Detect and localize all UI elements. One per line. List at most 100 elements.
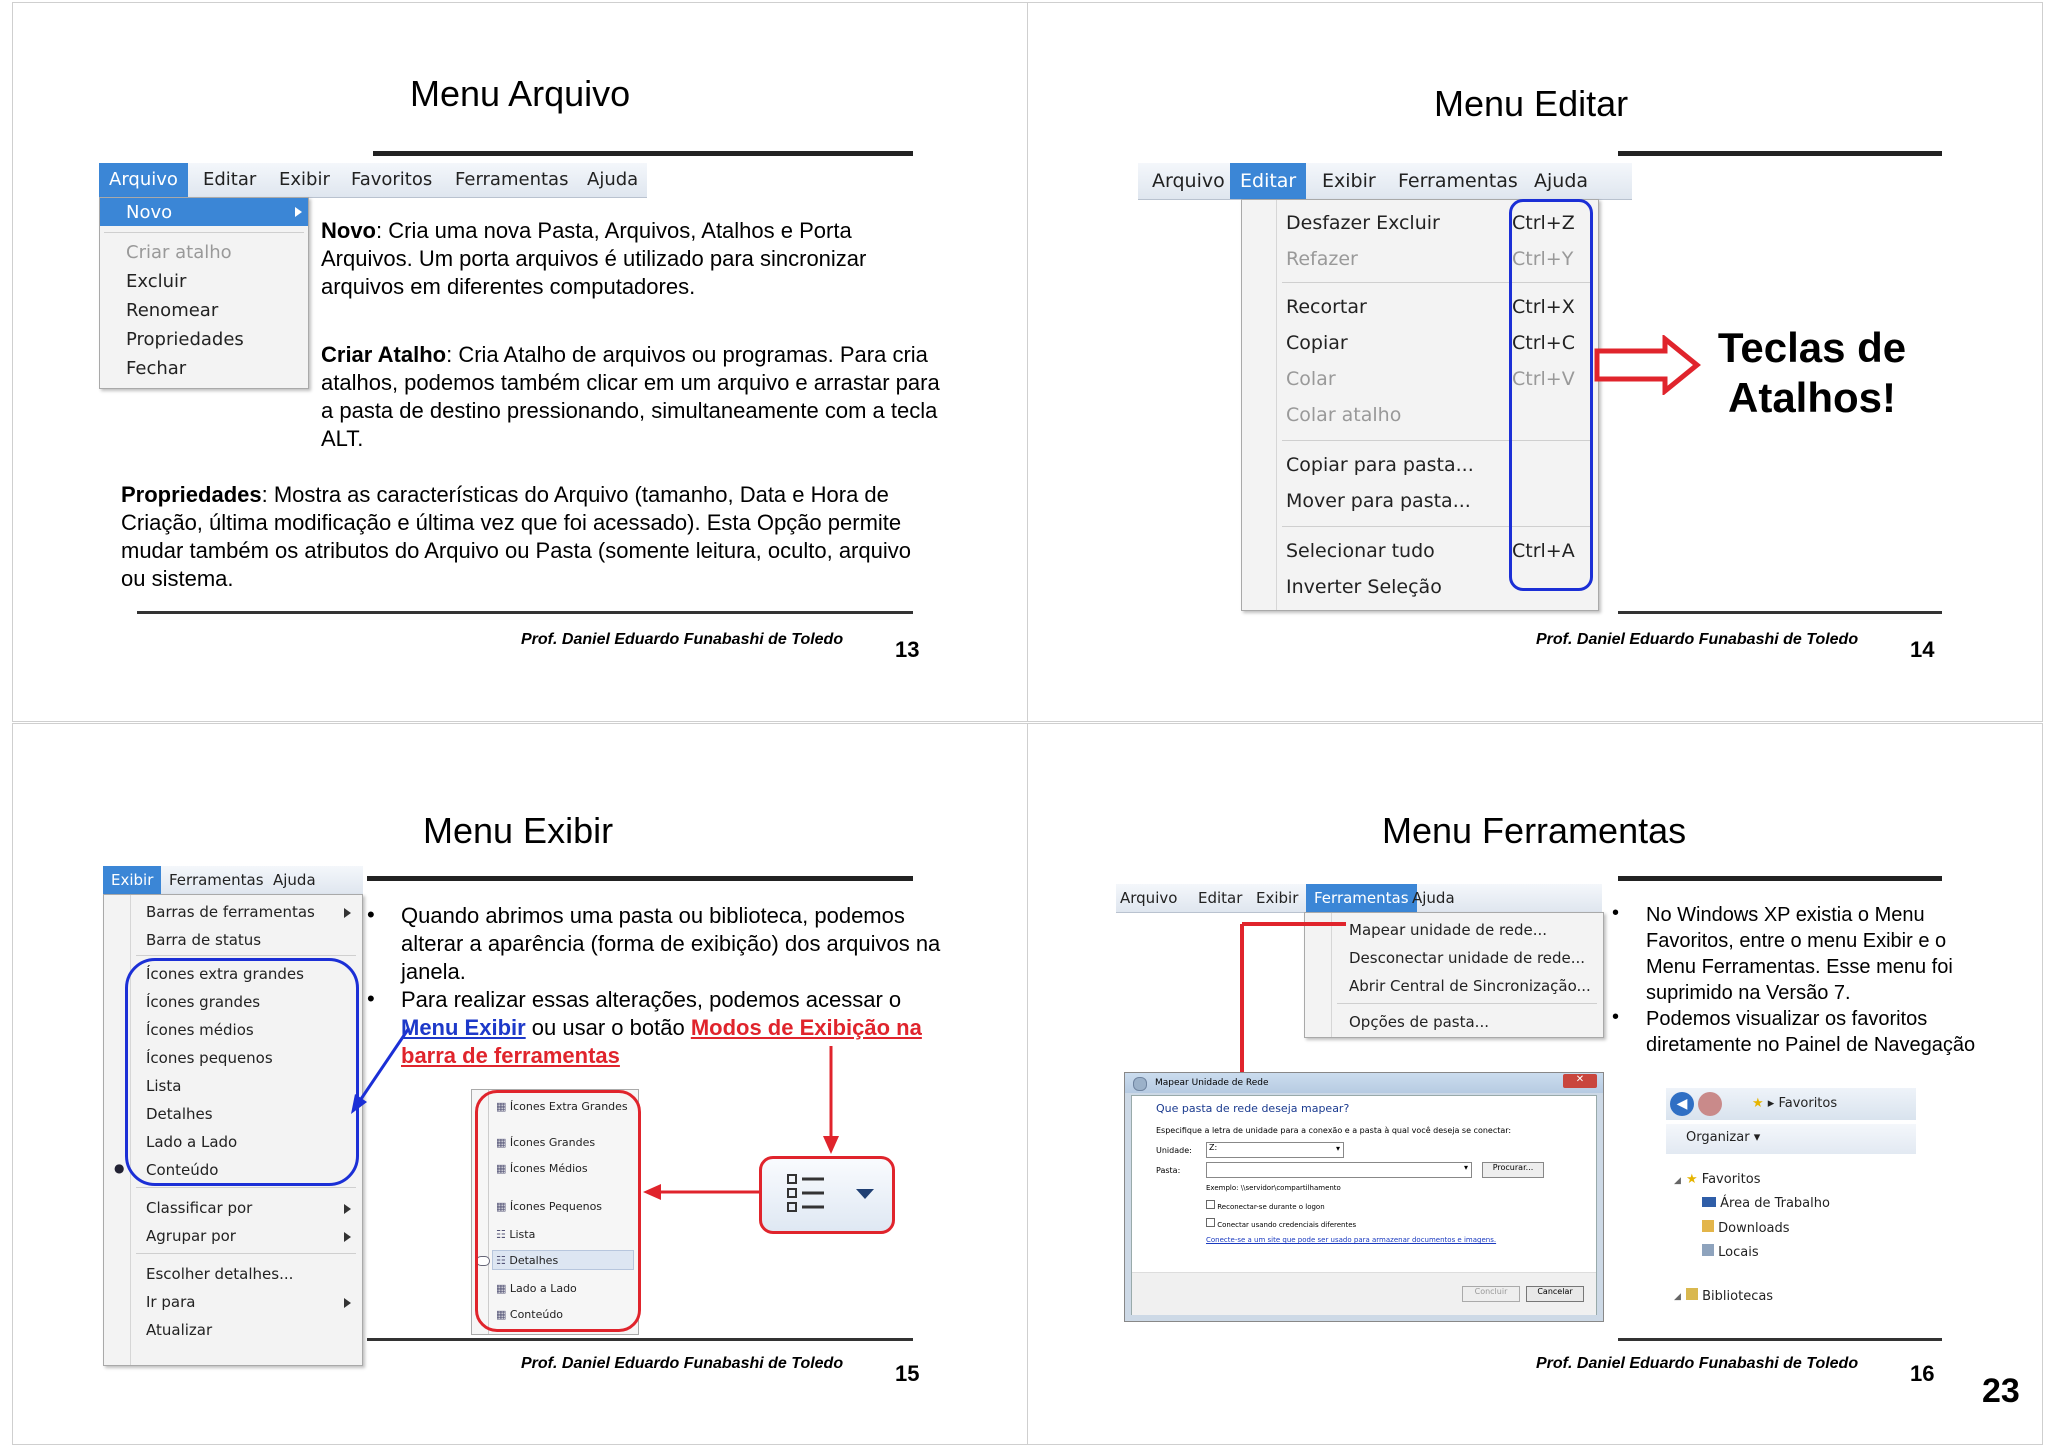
dialog-question: Que pasta de rede deseja mapear? <box>1156 1102 1350 1115</box>
dialog-title: Mapear Unidade de Rede <box>1155 1078 1269 1088</box>
back-icon[interactable] <box>1133 1077 1147 1091</box>
menu-item-detalhes[interactable]: Detalhes <box>146 1105 213 1123</box>
forward-icon[interactable] <box>1698 1092 1722 1116</box>
cancel-button[interactable]: Cancelar <box>1526 1286 1584 1302</box>
menu-item-escolher-detalhes[interactable]: Escolher detalhes... <box>146 1265 294 1283</box>
menu-exibir[interactable]: Exibir <box>1322 170 1376 192</box>
menu-ajuda[interactable]: Ajuda <box>1412 889 1455 907</box>
checkbox-reconnect[interactable]: Reconectar-se durante o logon <box>1206 1200 1325 1211</box>
menu-item-desfazer[interactable]: Desfazer Excluir <box>1286 212 1440 234</box>
view-option-lista[interactable]: ☷ Lista <box>496 1228 536 1241</box>
view-option-conteudo[interactable]: ▦ Conteúdo <box>496 1308 564 1321</box>
menu-item-criar-atalho[interactable]: Criar atalho <box>126 242 232 263</box>
menu-item-atualizar[interactable]: Atualizar <box>146 1321 213 1339</box>
folder-input[interactable]: ▾ <box>1206 1162 1472 1178</box>
menu-item-central-sincronizacao[interactable]: Abrir Central de Sincronização... <box>1349 977 1591 995</box>
menu-item-renomear[interactable]: Renomear <box>126 300 219 321</box>
menu-exibir[interactable]: Exibir <box>279 169 330 190</box>
red-arrow-down-icon <box>823 1046 839 1154</box>
bullet-text-1: No Windows XP existia o Menu Favoritos, … <box>1646 904 1953 1004</box>
view-option-pequenos[interactable]: ▦ Ícones Pequenos <box>496 1200 603 1213</box>
view-option-grandes[interactable]: ▦ Ícones Grandes <box>496 1136 596 1149</box>
view-option-lado-a-lado[interactable]: ▦ Lado a Lado <box>496 1282 577 1295</box>
menu-item-selecionar-tudo[interactable]: Selecionar tudo <box>1286 540 1435 562</box>
menu-item-refazer[interactable]: Refazer <box>1286 248 1358 270</box>
menu-item-recortar[interactable]: Recortar <box>1286 296 1367 318</box>
menu-editar[interactable]: Editar <box>203 169 257 190</box>
menu-arquivo[interactable]: Arquivo <box>1152 170 1225 192</box>
expand-icon[interactable]: ◢ <box>1674 1292 1681 1302</box>
libraries-node[interactable]: Bibliotecas <box>1686 1288 1773 1304</box>
link-menu-exibir[interactable]: Menu Exibir <box>401 1015 526 1040</box>
menu-arquivo[interactable]: Arquivo <box>99 163 188 197</box>
bullet-icon: • <box>367 986 375 1011</box>
page-number: 23 <box>1982 1372 2020 1410</box>
menu-bar: Arquivo Editar Exibir Ferramentas Ajuda <box>1138 163 1632 200</box>
menu-ajuda[interactable]: Ajuda <box>587 169 639 190</box>
nav-item-desktop[interactable]: Área de Trabalho <box>1702 1196 1830 1211</box>
browse-button[interactable]: Procurar... <box>1482 1162 1544 1178</box>
navigation-pane: ◀ ★ ▸ Favoritos Organizar ▾ ◢ ★ Favorito… <box>1666 1088 1916 1318</box>
menu-item-icones-extra-grandes[interactable]: Ícones extra grandes <box>146 965 304 983</box>
dialog-instructions: Especifique a letra de unidade para a co… <box>1156 1126 1512 1135</box>
menu-item-lado-a-lado[interactable]: Lado a Lado <box>146 1133 238 1151</box>
view-option-extra-grandes[interactable]: ▦ Ícones Extra Grandes <box>496 1100 628 1113</box>
menu-item-barras-de-ferramentas[interactable]: Barras de ferramentas <box>146 903 315 921</box>
menu-ferramentas[interactable]: Ferramentas <box>1398 170 1518 192</box>
finish-button[interactable]: Concluir <box>1462 1286 1520 1302</box>
menu-item-opcoes-de-pasta[interactable]: Opções de pasta... <box>1349 1013 1489 1031</box>
back-icon[interactable]: ◀ <box>1670 1092 1694 1116</box>
menu-item-mapear-unidade[interactable]: Mapear unidade de rede... <box>1349 921 1548 939</box>
menu-item-icones-grandes[interactable]: Ícones grandes <box>146 993 261 1011</box>
view-option-medios[interactable]: ▦ Ícones Médios <box>496 1162 588 1175</box>
menu-arquivo[interactable]: Arquivo <box>1120 889 1178 907</box>
menu-item-fechar[interactable]: Fechar <box>126 358 187 379</box>
drive-select[interactable]: Z:▾ <box>1206 1142 1344 1158</box>
menu-item-desconectar-unidade[interactable]: Desconectar unidade de rede... <box>1349 949 1586 967</box>
close-icon[interactable]: ✕ <box>1563 1074 1597 1088</box>
shortcuts-highlight <box>1509 199 1593 591</box>
menu-item-ir-para[interactable]: Ir para <box>146 1293 196 1311</box>
menu-exibir[interactable]: Exibir <box>1256 889 1299 907</box>
menu-item-conteudo[interactable]: Conteúdo <box>146 1161 219 1179</box>
menu-item-icones-medios[interactable]: Ícones médios <box>146 1021 254 1039</box>
menu-item-propriedades[interactable]: Propriedades <box>126 329 244 350</box>
menu-favoritos[interactable]: Favoritos <box>351 169 433 190</box>
menu-ajuda[interactable]: Ajuda <box>1534 170 1589 192</box>
checkbox-credentials[interactable]: Conectar usando credenciais diferentes <box>1206 1218 1356 1229</box>
menu-editar[interactable]: Editar <box>1230 163 1307 199</box>
menu-ferramentas[interactable]: Ferramentas <box>455 169 569 190</box>
favorites-node[interactable]: ★ Favoritos <box>1686 1172 1761 1187</box>
bullet-icon: • <box>1612 1006 1620 1028</box>
organize-button[interactable]: Organizar ▾ <box>1686 1130 1761 1145</box>
menu-exibir[interactable]: Exibir <box>103 866 162 894</box>
menu-item-lista[interactable]: Lista <box>146 1077 182 1095</box>
menu-ajuda[interactable]: Ajuda <box>273 871 316 889</box>
menu-ferramentas[interactable]: Ferramentas <box>169 871 264 889</box>
menu-item-agrupar-por[interactable]: Agrupar por <box>146 1227 236 1245</box>
view-modes-button[interactable] <box>759 1156 895 1234</box>
menu-item-colar[interactable]: Colar <box>1286 368 1336 390</box>
view-option-detalhes[interactable]: ☷ Detalhes <box>496 1254 559 1267</box>
bullet-icon: • <box>367 902 375 927</box>
menu-item-barra-de-status[interactable]: Barra de status <box>146 931 262 949</box>
menu-item-copiar[interactable]: Copiar <box>1286 332 1348 354</box>
menu-item-copiar-para-pasta[interactable]: Copiar para pasta... <box>1286 454 1474 476</box>
menu-item-classificar-por[interactable]: Classificar por <box>146 1199 253 1217</box>
menu-editar[interactable]: Editar <box>1198 889 1243 907</box>
menu-item-novo[interactable]: Novo <box>100 198 308 226</box>
menu-item-mover-para-pasta[interactable]: Mover para pasta... <box>1286 490 1471 512</box>
slide-number: 15 <box>895 1361 920 1386</box>
storage-link[interactable]: Conecte-se a um site que pode ser usado … <box>1206 1236 1497 1244</box>
expand-icon[interactable]: ◢ <box>1674 1176 1681 1186</box>
link-modos-de-exibicao[interactable]: Modos de Exibição na barra de ferramenta… <box>401 1015 922 1068</box>
menu-item-colar-atalho[interactable]: Colar atalho <box>1286 404 1402 426</box>
slide-footer: Prof. Daniel Eduardo Funabashi de Toledo <box>1536 631 1859 648</box>
menu-item-icones-pequenos[interactable]: Ícones pequenos <box>146 1049 273 1067</box>
menu-ferramentas[interactable]: Ferramentas <box>1306 884 1417 912</box>
menu-item-inverter-selecao[interactable]: Inverter Seleção <box>1286 576 1442 598</box>
menu-item-excluir[interactable]: Excluir <box>126 271 187 292</box>
nav-item-downloads[interactable]: Downloads <box>1702 1220 1790 1236</box>
nav-item-locais[interactable]: Locais <box>1702 1244 1759 1260</box>
breadcrumb[interactable]: ★ ▸ Favoritos <box>1752 1096 1838 1111</box>
